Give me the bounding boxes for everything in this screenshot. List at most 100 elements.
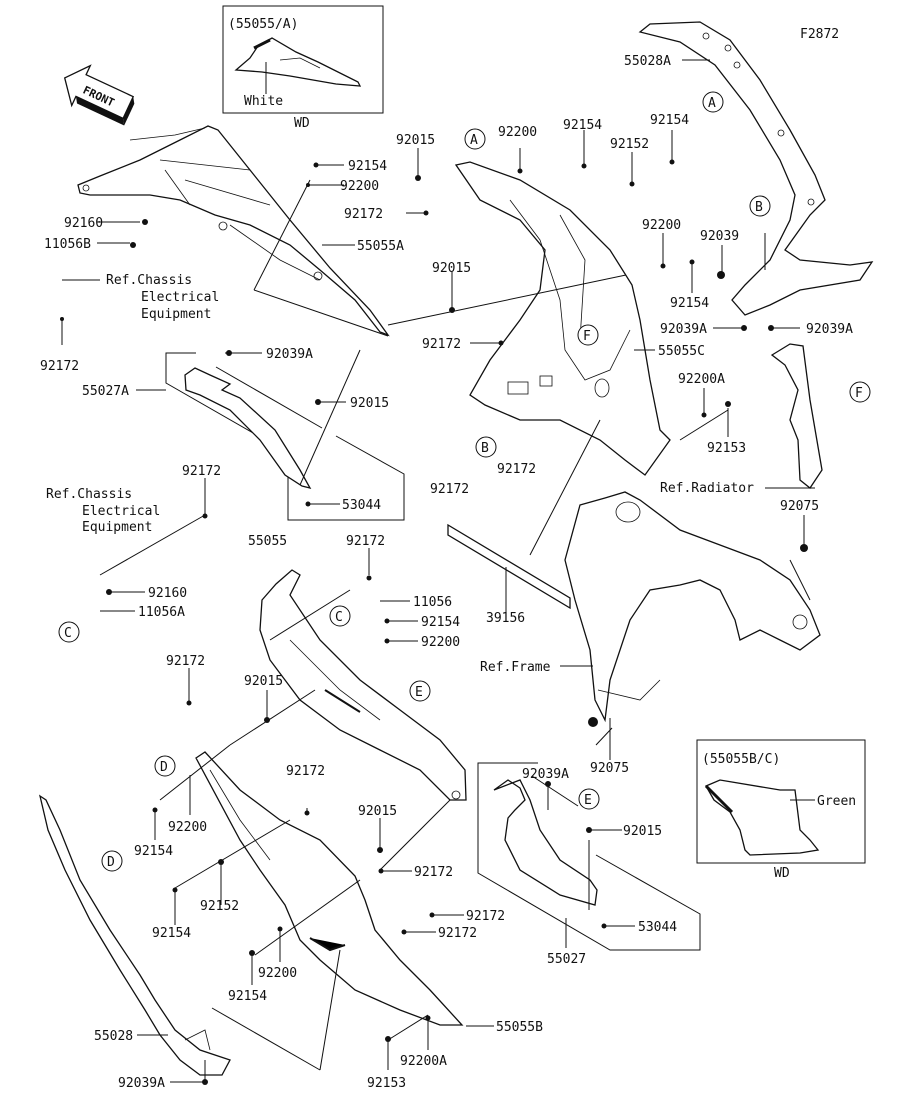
- inset-55055bc: (55055B/C) Green WD: [696, 739, 866, 881]
- svg-text:F: F: [583, 329, 591, 344]
- part-label: 92200A: [400, 1054, 447, 1069]
- part-label: 92200: [498, 125, 537, 140]
- part-label: 92153: [367, 1076, 406, 1091]
- inset-frame: [696, 739, 866, 864]
- inset-caption: WD: [774, 866, 790, 881]
- inset-frame: [222, 5, 384, 114]
- part-labels: 92154 92200 55055A 92160 11056B 92172 92…: [40, 54, 853, 1091]
- part-label: 55055C: [658, 344, 705, 359]
- fairing-strip-55028a: [638, 21, 874, 316]
- part-label: 55027A: [82, 384, 129, 399]
- part-label: 53044: [342, 498, 381, 513]
- part-label: 92172: [422, 337, 461, 352]
- part-label: 92152: [200, 899, 239, 914]
- part-label: 92160: [64, 216, 103, 231]
- inset-title: (55055B/C): [702, 752, 780, 767]
- figure-code: F2872: [800, 27, 839, 42]
- part-label: 92200: [421, 635, 460, 650]
- part-label: 55055B: [496, 1020, 543, 1035]
- part-label: 92154: [348, 159, 387, 174]
- ref-radiator: Ref.Radiator: [660, 481, 754, 496]
- part-label: 92075: [780, 499, 819, 514]
- svg-text:E: E: [415, 685, 423, 700]
- side-fairing-55055c: [454, 161, 671, 476]
- ref-chassis-1: Ref.Chassis Electrical Equipment: [106, 273, 219, 322]
- lower-strip-55028: [38, 794, 231, 1076]
- svg-text:C: C: [64, 626, 72, 641]
- svg-text:C: C: [335, 610, 343, 625]
- part-label: 92015: [350, 396, 389, 411]
- radiator-shroud: [770, 343, 823, 489]
- part-label: 92172: [497, 462, 536, 477]
- part-label: 92172: [466, 909, 505, 924]
- part-label: 92160: [148, 586, 187, 601]
- svg-text:Ref.Chassis: Ref.Chassis: [46, 487, 132, 502]
- callouts: A A B B C C D D E E F F: [58, 91, 871, 872]
- svg-text:D: D: [160, 760, 168, 775]
- svg-text:Equipment: Equipment: [141, 307, 211, 322]
- part-label: 92015: [396, 133, 435, 148]
- kit-outline-55027: [477, 762, 701, 951]
- lower-panel-55055b: [195, 751, 464, 1026]
- svg-text:E: E: [584, 793, 592, 808]
- part-label: 92154: [421, 615, 460, 630]
- callout-d: D: [154, 755, 176, 777]
- part-label: 92200: [258, 966, 297, 981]
- part-label: 11056B: [44, 237, 91, 252]
- ref-frame: Ref.Frame: [480, 660, 551, 675]
- callout-c: C: [329, 605, 351, 627]
- upper-fairing-55055a: [77, 125, 390, 337]
- part-label: 92200: [642, 218, 681, 233]
- inner-panel-55027a: [165, 352, 405, 521]
- part-label: 92154: [134, 844, 173, 859]
- callout-b: B: [749, 195, 771, 217]
- part-label: 92172: [182, 464, 221, 479]
- leader-lines: [61, 59, 815, 1083]
- callout-e: E: [409, 680, 431, 702]
- part-label: 92015: [623, 824, 662, 839]
- inner-cover-55027: [477, 762, 701, 951]
- part-label: 92154: [152, 926, 191, 941]
- part-label: 92154: [650, 113, 689, 128]
- inset-panel-part: [705, 779, 820, 856]
- fasteners: [60, 159, 808, 1085]
- callout-f: F: [849, 381, 871, 403]
- frame-ref: [564, 491, 821, 723]
- part-label: 92172: [166, 654, 205, 669]
- inset-color-note: White: [244, 94, 283, 109]
- svg-text:Electrical: Electrical: [82, 504, 160, 519]
- part-label: 92172: [40, 359, 79, 374]
- part-label: 92015: [244, 674, 283, 689]
- part-label: 92039A: [522, 767, 569, 782]
- part-label: 92200: [340, 179, 379, 194]
- inset-color-note: Green: [817, 794, 856, 809]
- part-label: 92200: [168, 820, 207, 835]
- svg-text:A: A: [470, 133, 478, 148]
- part-label: 92153: [707, 441, 746, 456]
- svg-text:Electrical: Electrical: [141, 290, 219, 305]
- inset-title: (55055/A): [228, 17, 298, 32]
- part-label: 55028: [94, 1029, 133, 1044]
- part-label: 92015: [432, 261, 471, 276]
- part-label: 92039A: [806, 322, 853, 337]
- callout-f: F: [577, 324, 599, 346]
- part-label: 11056: [413, 595, 452, 610]
- front-arrow-icon: FRONT: [63, 64, 135, 126]
- part-label: 55028A: [624, 54, 671, 69]
- part-label: 92039: [700, 229, 739, 244]
- inset-55055-a: (55055/A) White WD: [222, 5, 384, 131]
- part-label: 92039A: [118, 1076, 165, 1091]
- part-label: 11056A: [138, 605, 185, 620]
- part-label: 92039A: [660, 322, 707, 337]
- part-label: 53044: [638, 920, 677, 935]
- callout-a: A: [702, 91, 724, 113]
- svg-text:Ref.Chassis: Ref.Chassis: [106, 273, 192, 288]
- svg-text:B: B: [481, 441, 489, 456]
- svg-text:Equipment: Equipment: [82, 520, 152, 535]
- part-label: 39156: [486, 611, 525, 626]
- kit-outline-55027a: [165, 352, 405, 521]
- inset-caption: WD: [294, 116, 310, 131]
- part-label: 55027: [547, 952, 586, 967]
- part-label: 92039A: [266, 347, 313, 362]
